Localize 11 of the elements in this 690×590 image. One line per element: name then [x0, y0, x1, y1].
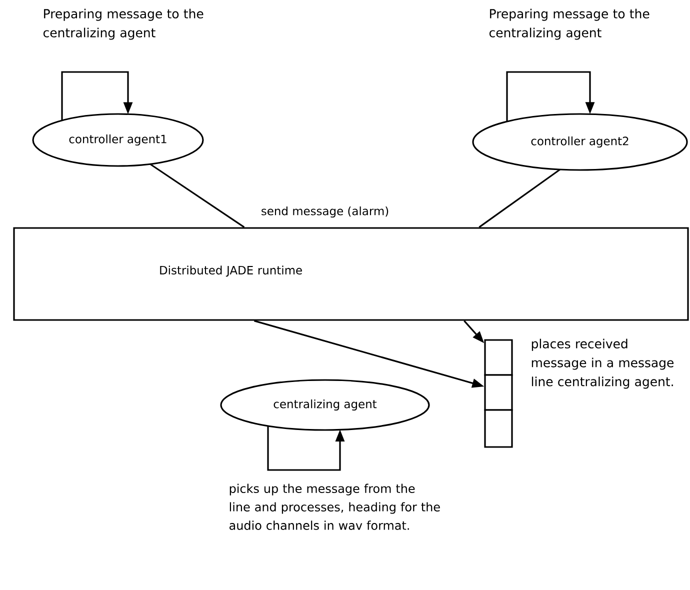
queue-cell [484, 374, 513, 411]
edge-label: send message (alarm) [260, 205, 390, 219]
queue-cell [484, 339, 513, 376]
arrow [61, 71, 133, 120]
arrow [506, 71, 595, 122]
runtime-box: Distributed JADE runtime [13, 227, 689, 321]
queue-cell [484, 409, 513, 448]
annotation-text: places received message in a message line centralizing agent. [532, 338, 674, 389]
annotation-text: picks up the message from the line and processes, heading for the audio channels in wav format. [230, 484, 440, 530]
annotation-text: Preparing message to the centralizing agent [490, 8, 650, 40]
annotation-text: Preparing message to the centralizing agent [44, 8, 204, 40]
